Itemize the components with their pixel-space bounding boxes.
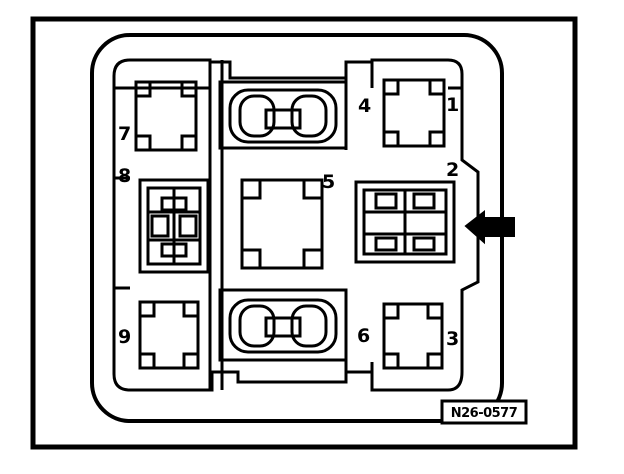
position-label-4: 4 bbox=[358, 95, 371, 117]
position-label-5: 5 bbox=[322, 171, 335, 193]
socket-position-9 bbox=[138, 300, 200, 370]
fuse-holder-position-6 bbox=[218, 288, 348, 362]
position-label-1: 1 bbox=[446, 94, 459, 116]
socket-position-5 bbox=[240, 178, 324, 270]
outer-frame bbox=[30, 16, 578, 450]
position-label-8: 8 bbox=[118, 165, 131, 187]
position-label-9: 9 bbox=[118, 326, 131, 348]
inner-plate bbox=[112, 58, 480, 392]
socket-position-3 bbox=[382, 302, 444, 370]
socket-position-1 bbox=[382, 78, 446, 148]
position-label-2: 2 bbox=[446, 159, 459, 181]
position-label-7: 7 bbox=[118, 123, 131, 145]
socket-position-2 bbox=[354, 180, 456, 264]
arrow-left-icon bbox=[464, 209, 515, 245]
reference-code-box bbox=[440, 399, 528, 425]
reference-code: N26-0577 bbox=[451, 406, 518, 421]
socket-position-8 bbox=[138, 178, 210, 274]
socket-position-7 bbox=[134, 80, 198, 152]
fuse-holder-position-4 bbox=[218, 80, 348, 150]
position-label-3: 3 bbox=[446, 328, 459, 350]
position-label-6: 6 bbox=[357, 325, 370, 347]
